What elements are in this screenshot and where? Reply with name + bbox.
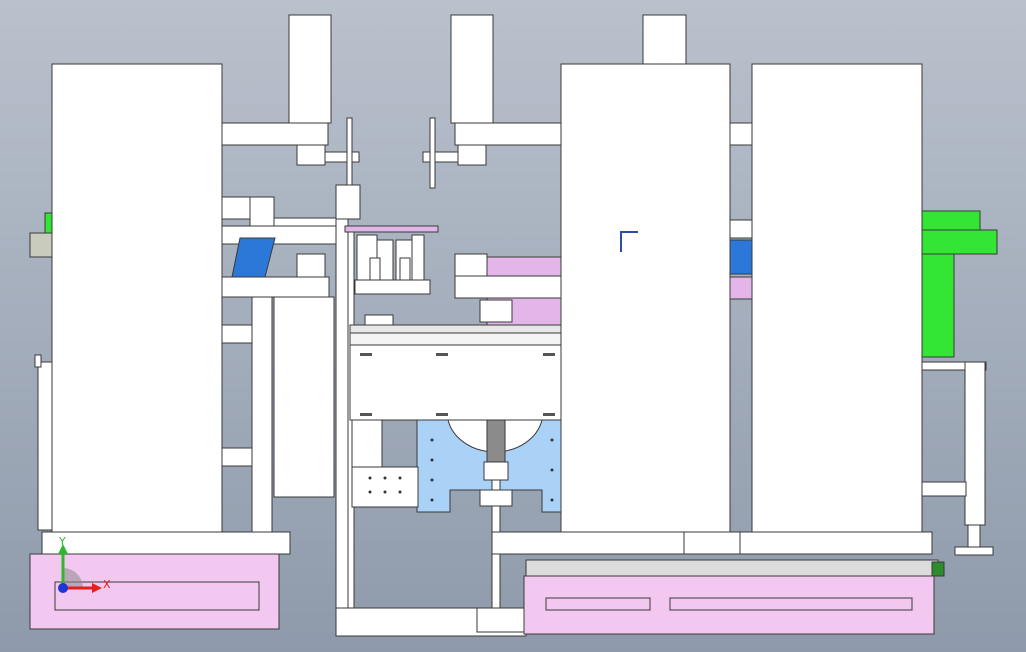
x-axis-label: X [103, 578, 111, 591]
center-beam [454, 253, 488, 277]
left-support-plate-upper [296, 253, 326, 278]
corner-bracket-mark [620, 231, 638, 252]
left-inner-strut-2 [221, 447, 253, 467]
fixture-hole [430, 458, 434, 462]
clamp-block-left [296, 144, 326, 166]
central-cylinder [486, 419, 506, 469]
right-base-slot-2 [669, 597, 913, 611]
housing-slot [360, 413, 372, 416]
fixture-hole [398, 490, 402, 494]
fixture-hole [368, 490, 372, 494]
green-sensor [931, 561, 945, 577]
housing-slot [543, 413, 555, 416]
fixture-hole [550, 468, 554, 472]
right-frame-post [964, 361, 986, 526]
z-axis-origin [58, 583, 68, 593]
left-frame-post [37, 361, 53, 531]
right-base-top-split [683, 531, 741, 555]
left-support-plate [221, 276, 330, 298]
left-inner-column [251, 296, 273, 533]
central-rod-guide [479, 489, 513, 507]
center-slider [479, 299, 513, 323]
blue-block-right [729, 239, 753, 275]
upper-beam-left [221, 122, 329, 146]
grey-fitting-left [29, 232, 53, 258]
clamp-bar-left [324, 151, 360, 163]
coordinate-triad: X Y [58, 535, 111, 593]
clamp-bar-right [422, 151, 459, 163]
gripper-jaw-left [369, 257, 381, 284]
y-axis-label: Y [58, 535, 66, 548]
housing-slot [436, 353, 448, 356]
top-arm-column-right [642, 14, 687, 66]
top-arm-column-center [450, 14, 494, 124]
x-axis-arrowhead [92, 583, 102, 593]
front-panel-right [751, 63, 923, 533]
center-plate [454, 275, 562, 299]
fixture-hole [383, 476, 387, 480]
upper-beam-right [454, 122, 562, 146]
guide-rod-left [346, 117, 353, 189]
left-arm-block [249, 196, 275, 228]
fixture-left-upper [351, 419, 383, 468]
guide-rod-right [429, 117, 436, 189]
housing-slot [543, 353, 555, 356]
gripper-body-4 [411, 234, 425, 281]
center-housing [349, 344, 563, 421]
magenta-strip-right [729, 276, 753, 300]
upper-beam-stub [729, 122, 753, 146]
y-axis-arrowhead [58, 544, 68, 554]
central-post [335, 184, 349, 611]
front-panel-left [51, 63, 223, 533]
housing-slot [360, 353, 372, 356]
green-cylinder-body [921, 253, 955, 358]
rail-lower [349, 332, 563, 346]
top-arm-column-left [288, 14, 332, 124]
left-frame-tab [34, 354, 42, 368]
rail-upper [349, 324, 563, 334]
housing-slot [436, 413, 448, 416]
fixture-hole [430, 478, 434, 482]
right-rail-track [525, 559, 939, 577]
fixture-hole [430, 438, 434, 442]
center-base-plinth [476, 607, 528, 633]
clamp-block-right [457, 144, 487, 166]
central-cylinder-head [483, 461, 509, 481]
fixture-hole [550, 498, 554, 502]
fixture-hole [398, 476, 402, 480]
gripper-base [354, 279, 431, 295]
right-base-slot-1 [545, 597, 651, 611]
right-frame-crossbar [921, 481, 967, 497]
fixture-hole [430, 498, 434, 502]
magenta-plate-top [344, 225, 439, 233]
green-cylinder-cap [921, 210, 981, 232]
left-base-top [41, 531, 291, 555]
left-inner-panel [273, 296, 335, 498]
gripper-jaw-right [399, 257, 411, 284]
fixture-left-block [351, 466, 419, 508]
white-bar-right [729, 219, 753, 239]
green-cylinder-flange [921, 229, 998, 255]
triad-rotation-arc [63, 568, 83, 588]
left-base-slot [54, 581, 260, 611]
fixture-hole [368, 476, 372, 480]
central-post-head [335, 184, 361, 220]
right-frame-footplate [954, 546, 994, 556]
fixture-hole [550, 438, 554, 442]
right-frame-foot [967, 524, 981, 548]
left-inner-strut-1 [221, 324, 253, 344]
fixture-hole [383, 490, 387, 494]
front-panel-center [560, 63, 731, 533]
